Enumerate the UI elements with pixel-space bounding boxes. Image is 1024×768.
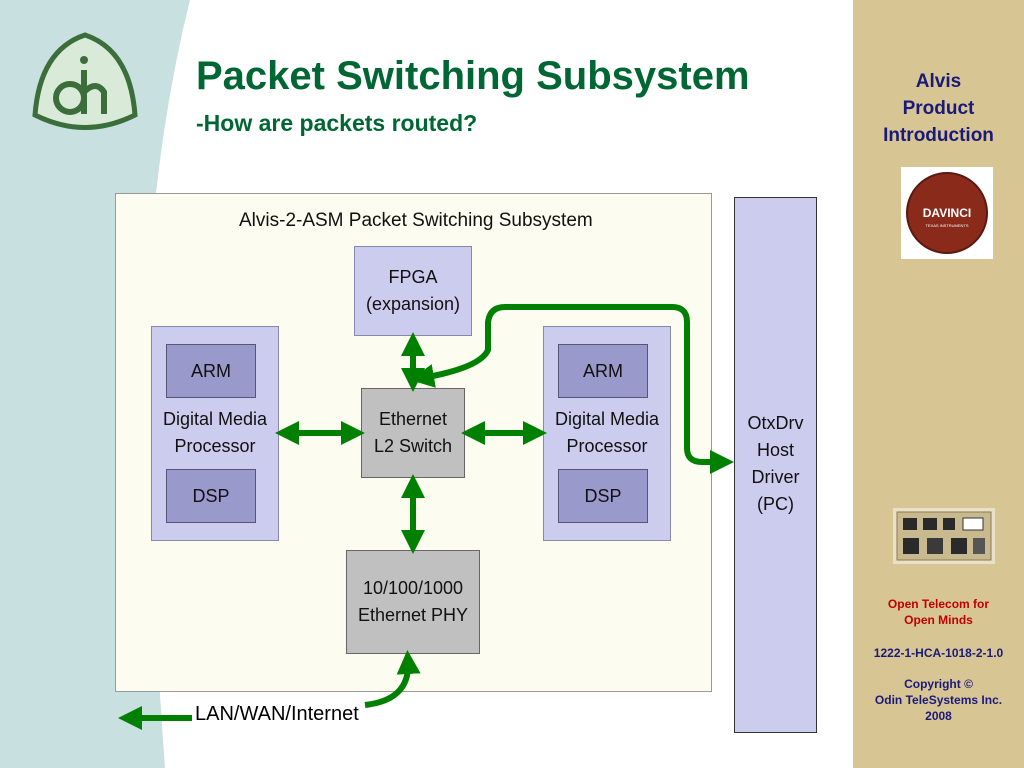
- page-subtitle: -How are packets routed?: [196, 110, 478, 136]
- lan-wan-label: LAN/WAN/Internet: [195, 703, 359, 725]
- doc-number: 1222-1-HCA-1018-2-1.0: [873, 646, 1004, 660]
- dmp-left-dsp-label: DSP: [192, 485, 230, 506]
- dmp-left-arm-label: ARM: [191, 360, 231, 381]
- copyright: Copyright © Odin TeleSystems Inc. 2008: [874, 677, 1003, 723]
- dmp-right-dsp-box: DSP: [558, 469, 648, 523]
- phy-sublabel: Ethernet PHY: [357, 605, 469, 625]
- dmp-right-dsp-label: DSP: [584, 485, 622, 506]
- host-driver-box: OtxDrv Host Driver (PC): [734, 197, 817, 733]
- right-sidebar: [853, 0, 1024, 768]
- davinci-logo: DAVINCI TEXAS INSTRUMENTS: [901, 167, 993, 259]
- phy-label: 10/100/1000: [362, 578, 464, 598]
- fpga-label: FPGA: [388, 267, 438, 287]
- product-title: Alvis Product Introduction: [883, 71, 994, 146]
- davinci-logo-text: DAVINCI: [923, 206, 971, 220]
- odin-logo-icon: [32, 32, 138, 130]
- page-title: Packet Switching Subsystem: [196, 54, 750, 98]
- arrow-switch-to-host: [410, 304, 734, 474]
- fpga-sublabel: (expansion): [365, 294, 461, 314]
- dmp-left-dsp-box: DSP: [166, 469, 256, 523]
- davinci-logo-subtext: TEXAS INSTRUMENTS: [925, 223, 968, 228]
- fpga-box: FPGA (expansion): [354, 246, 472, 336]
- ethernet-phy-box: 10/100/1000 Ethernet PHY: [346, 550, 480, 654]
- dmp-left-arm-box: ARM: [166, 344, 256, 398]
- tagline: Open Telecom for Open Minds: [887, 597, 990, 627]
- circuit-board-image: [893, 508, 995, 564]
- arrow-phy-to-lan: [364, 650, 421, 708]
- dmp-left-label: Digital Media Processor: [162, 409, 268, 456]
